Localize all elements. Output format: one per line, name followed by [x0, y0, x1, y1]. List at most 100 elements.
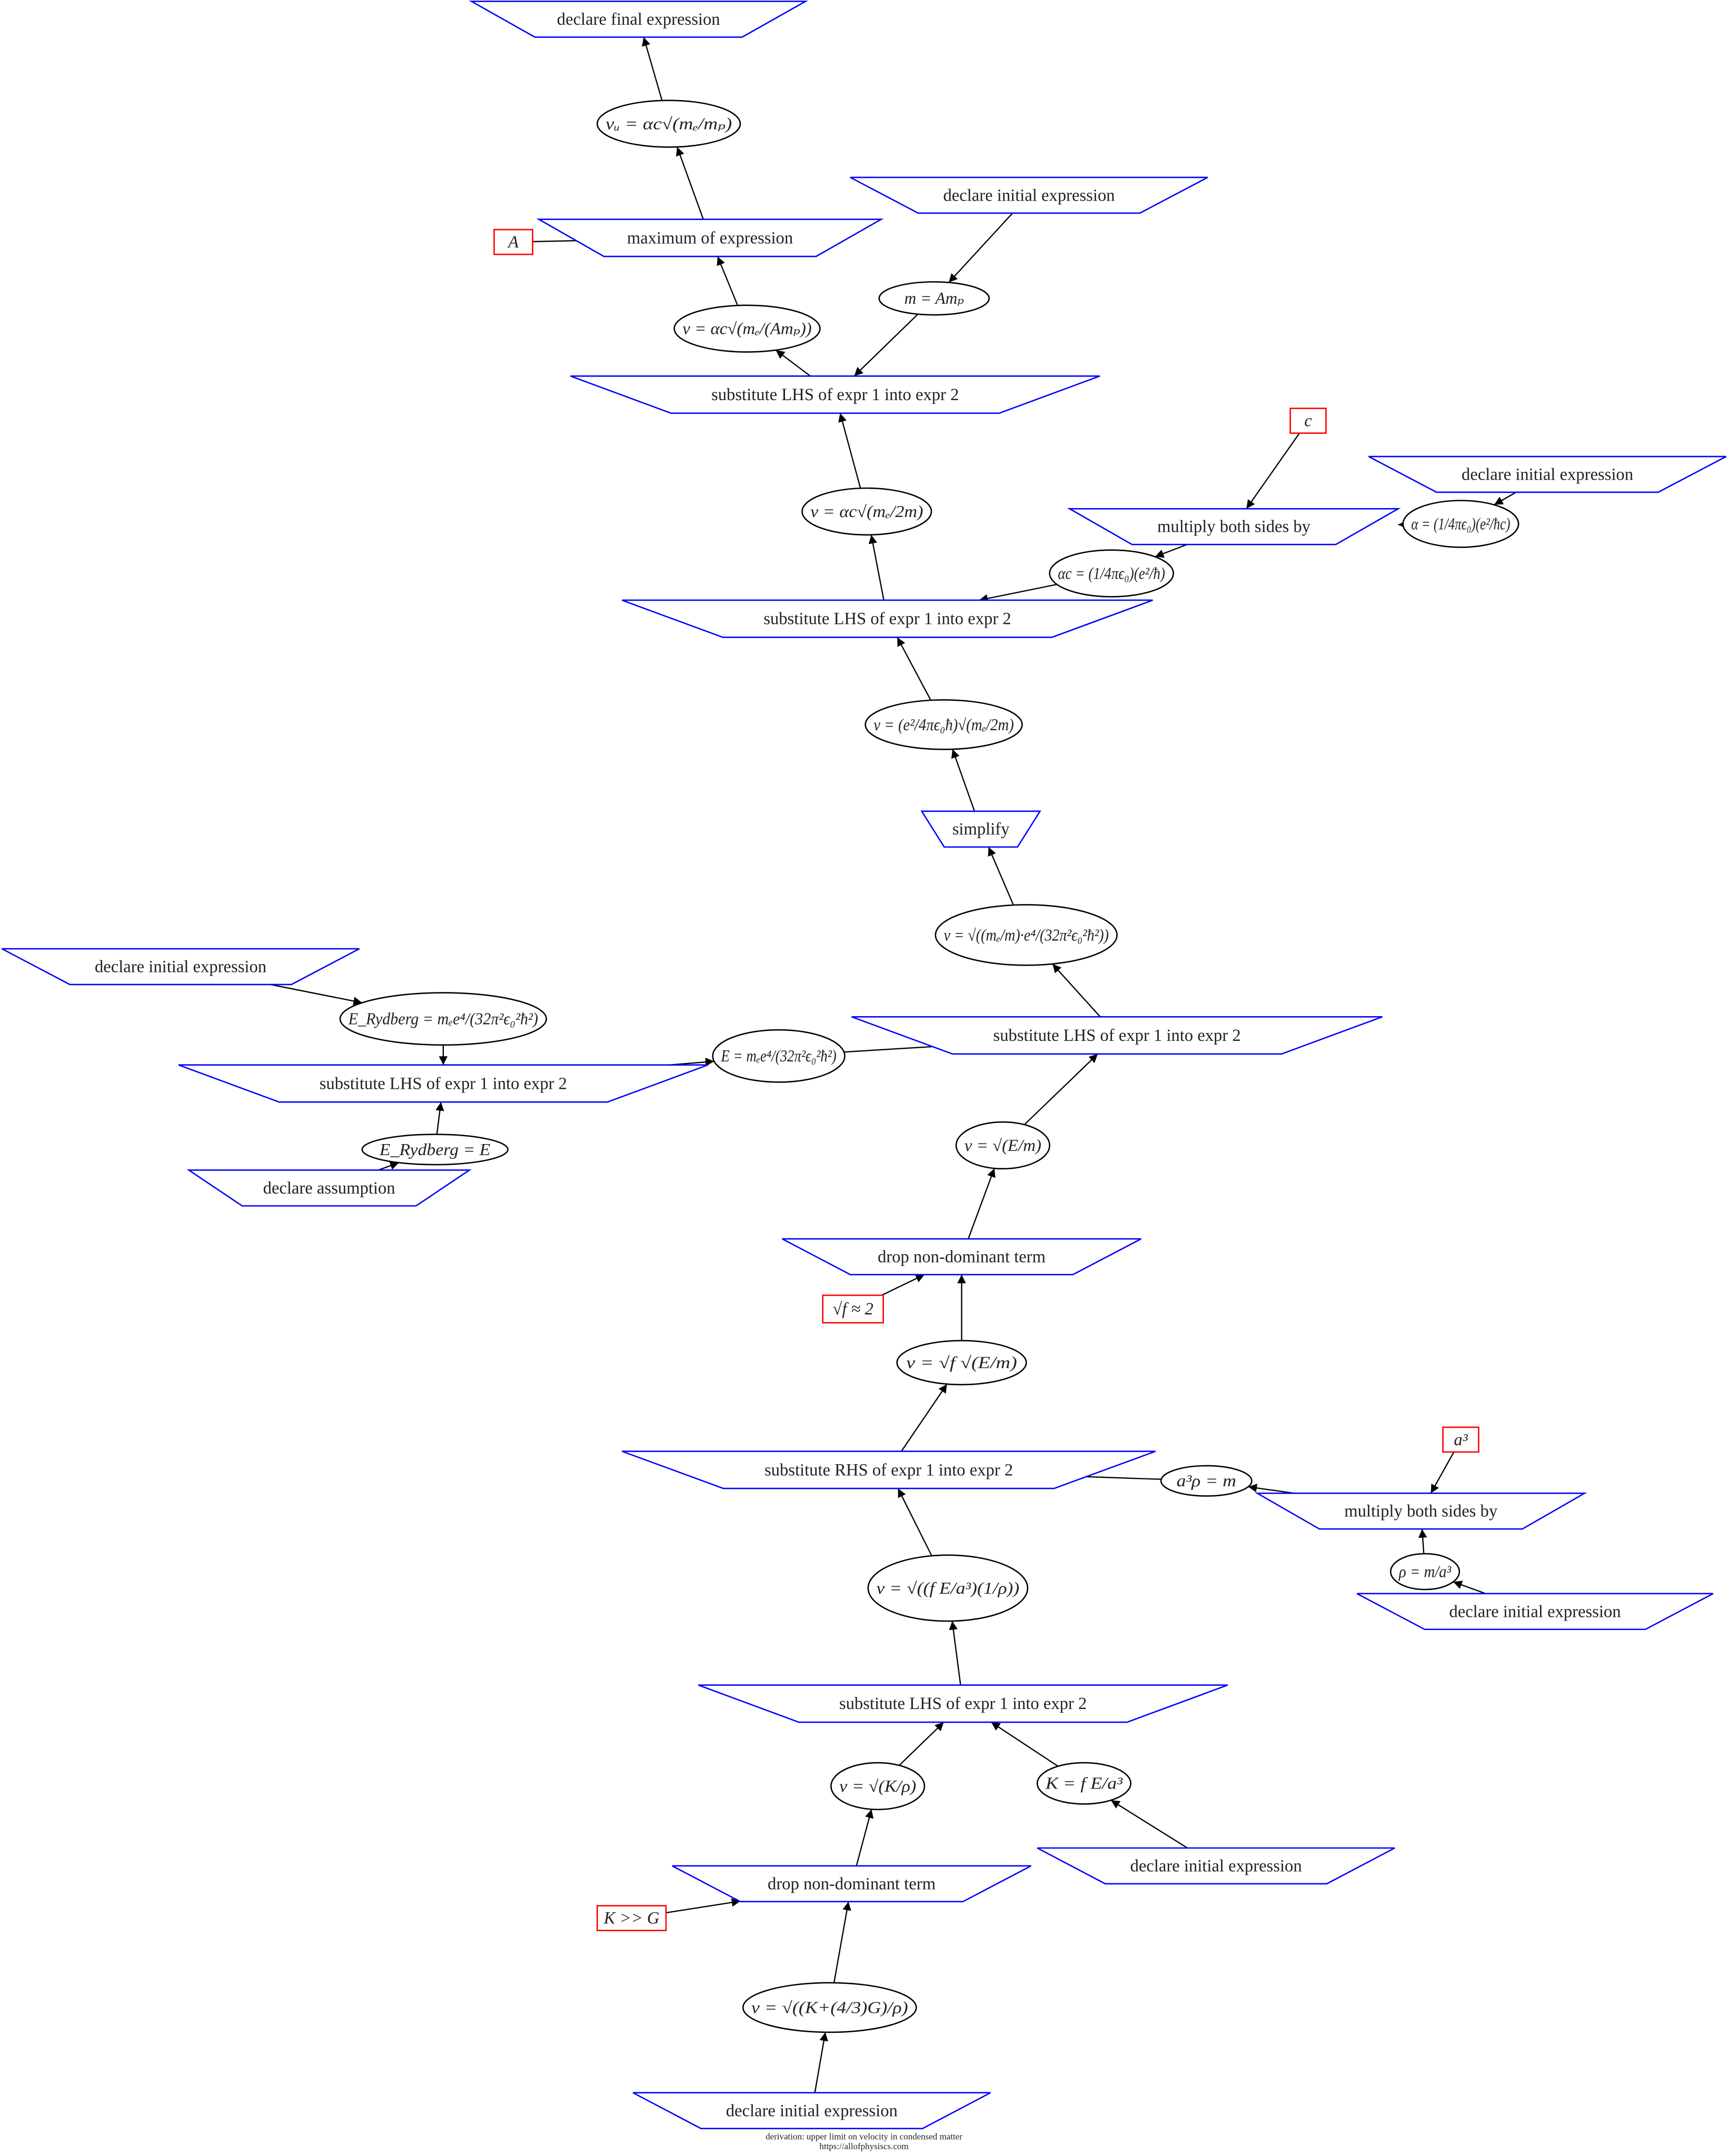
edge-arrow: [900, 1384, 948, 1452]
expression-node[interactable]: m = Amₚ: [878, 281, 990, 316]
inference-shape: [178, 1064, 709, 1103]
inference-node-declare-initial-expression[interactable]: declare initial expression: [850, 176, 1208, 214]
node-label: a³: [1454, 1430, 1468, 1449]
feed-node[interactable]: K >> G: [597, 1905, 667, 1932]
feed-node[interactable]: A: [493, 228, 533, 255]
node-label: ρ = m/a³: [1398, 1563, 1452, 1581]
expression-node[interactable]: αc = (1/4πϵ₀)(e²/ħ): [1049, 549, 1174, 598]
inference-node-declare-final-expression[interactable]: declare final expression: [469, 1, 808, 38]
expression-node[interactable]: v = (e²/4πϵ₀ħ)√(mₑ/2m): [865, 699, 1023, 750]
edge-arrow: [1052, 963, 1101, 1018]
edge-arrow: [853, 313, 919, 377]
node-label: v = √((mₑ/m)·e⁴/(32π²ϵ₀²ħ²)): [944, 926, 1108, 944]
inference-shape: [632, 2092, 991, 2130]
edge-arrow: [1430, 1452, 1455, 1494]
feed-box: [822, 1294, 884, 1324]
edge-arrow: [897, 1488, 932, 1556]
expression-ellipse: [742, 1982, 917, 2033]
expression-node[interactable]: E_Rydberg = mₑe⁴/(32π²ϵ₀²ħ²): [339, 992, 548, 1046]
inference-node-declare-assumption[interactable]: declare assumption: [186, 1169, 472, 1207]
node-label: v = √((K+(4/3)G)/ρ): [751, 1998, 908, 2016]
inference-shape: [621, 599, 1153, 638]
edge-arrow: [1248, 1484, 1295, 1494]
expression-node[interactable]: vᵤ = αc√(mₑ/mₚ): [597, 100, 741, 148]
node-label: αc = (1/4πϵ₀)(e²/ħ): [1058, 564, 1165, 582]
inference-node-declare-initial-expression[interactable]: declare initial expression: [1, 948, 360, 986]
expression-ellipse: [865, 699, 1023, 750]
node-label: substitute RHS of expr 1 into expr 2: [764, 1460, 1013, 1479]
edge-arrow: [1418, 1529, 1427, 1554]
inference-node-drop-non-dominant-term[interactable]: drop non-dominant term: [672, 1865, 1031, 1903]
feed-box: [1442, 1426, 1479, 1453]
feed-box: [493, 228, 533, 255]
edge-arrow: [1155, 544, 1188, 558]
node-label: E_Rydberg = mₑe⁴/(32π²ϵ₀²ħ²): [348, 1010, 538, 1028]
inference-shape: [920, 810, 1041, 848]
expression-node[interactable]: α = (1/4πϵ₀)(e²/ħc): [1402, 500, 1520, 548]
feed-node[interactable]: c: [1289, 408, 1327, 434]
expression-ellipse: [830, 1762, 926, 1811]
edge-arrow: [1494, 491, 1517, 505]
expression-node[interactable]: v = √((f E/a³)(1/ρ)): [867, 1554, 1029, 1622]
expression-node[interactable]: v = √f √(E/m): [896, 1340, 1027, 1386]
expression-ellipse: [1402, 500, 1520, 548]
expression-node[interactable]: E = mₑe⁴/(32π²ϵ₀²ħ²): [712, 1029, 846, 1083]
inference-node-drop-non-dominant-term[interactable]: drop non-dominant term: [782, 1238, 1141, 1276]
expression-node[interactable]: v = √((K+(4/3)G)/ρ): [742, 1982, 917, 2033]
node-label: declare initial expression: [1462, 465, 1633, 484]
edge-arrow: [270, 983, 363, 1006]
inference-node-substitute-lhs-of-expr-1-into-expr-2[interactable]: substitute LHS of expr 1 into expr 2: [851, 1016, 1383, 1055]
expression-node[interactable]: v = αc√(mₑ/(Amₚ)): [673, 304, 821, 353]
node-label: substitute LHS of expr 1 into expr 2: [320, 1074, 567, 1093]
expression-node[interactable]: v = αc√(mₑ/2m): [801, 487, 932, 536]
node-label: vᵤ = αc√(mₑ/mₚ): [605, 114, 732, 133]
inference-shape: [621, 1450, 1156, 1489]
node-label: simplify: [952, 820, 1010, 839]
inference-node-declare-initial-expression[interactable]: declare initial expression: [1356, 1593, 1714, 1631]
expression-node[interactable]: K = f E/a³: [1036, 1762, 1131, 1805]
inference-node-multiply-both-sides-by[interactable]: multiply both sides by: [1255, 1492, 1587, 1530]
expression-node[interactable]: E_Rydberg = E: [361, 1134, 509, 1166]
feed-node[interactable]: √f ≈ 2: [822, 1294, 884, 1324]
edge-arrow: [856, 1809, 874, 1866]
inference-node-declare-initial-expression[interactable]: declare initial expression: [1037, 1847, 1395, 1885]
edge-arrow: [897, 637, 931, 701]
expression-node[interactable]: v = √(K/ρ): [830, 1762, 926, 1811]
edge-arrow: [775, 350, 811, 377]
inference-node-multiply-both-sides-by[interactable]: multiply both sides by: [1067, 508, 1401, 545]
expression-node[interactable]: v = √(E/m): [955, 1121, 1050, 1170]
expression-ellipse: [673, 304, 821, 353]
node-label: v = √(E/m): [965, 1136, 1041, 1155]
inference-node-substitute-lhs-of-expr-1-into-expr-2[interactable]: substitute LHS of expr 1 into expr 2: [570, 375, 1100, 414]
expression-node[interactable]: v = √((mₑ/m)·e⁴/(32π²ϵ₀²ħ²)): [935, 904, 1118, 966]
node-label: drop non-dominant term: [768, 1874, 936, 1893]
expression-node[interactable]: a³ρ = m: [1160, 1465, 1253, 1497]
inference-node-substitute-lhs-of-expr-1-into-expr-2[interactable]: substitute LHS of expr 1 into expr 2: [621, 599, 1153, 638]
inference-node-substitute-lhs-of-expr-1-into-expr-2[interactable]: substitute LHS of expr 1 into expr 2: [698, 1684, 1228, 1723]
node-label: E_Rydberg = E: [379, 1140, 491, 1159]
inference-node-declare-initial-expression[interactable]: declare initial expression: [632, 2092, 991, 2130]
node-label: drop non-dominant term: [878, 1247, 1046, 1266]
inference-node-simplify[interactable]: simplify: [920, 810, 1041, 848]
inference-shape: [1356, 1593, 1714, 1631]
inference-node-declare-initial-expression[interactable]: declare initial expression: [1368, 455, 1727, 493]
inference-node-maximum-of-expression[interactable]: maximum of expression: [536, 218, 884, 257]
node-label: v = √((f E/a³)(1/ρ)): [877, 1579, 1020, 1597]
edge-arrow: [988, 847, 1014, 906]
node-label: K >> G: [603, 1909, 660, 1928]
node-label: v = √f √(E/m): [906, 1354, 1017, 1372]
node-label: declare final expression: [557, 10, 720, 29]
node-label: v = αc√(mₑ/(Amₚ)): [682, 320, 811, 338]
inference-node-substitute-rhs-of-expr-1-into-expr-2[interactable]: substitute RHS of expr 1 into expr 2: [621, 1450, 1156, 1489]
inference-shape: [1037, 1847, 1395, 1885]
edge-arrow: [642, 37, 663, 101]
edge-arrow: [378, 1161, 399, 1171]
inference-node-substitute-lhs-of-expr-1-into-expr-2[interactable]: substitute LHS of expr 1 into expr 2: [178, 1064, 709, 1103]
expression-ellipse: [1049, 549, 1174, 598]
expression-node[interactable]: ρ = m/a³: [1389, 1553, 1461, 1591]
node-label: multiply both sides by: [1344, 1502, 1498, 1521]
node-label: a³ρ = m: [1177, 1472, 1236, 1490]
edges-layer: [270, 37, 1517, 2093]
feed-node[interactable]: a³: [1442, 1426, 1479, 1453]
